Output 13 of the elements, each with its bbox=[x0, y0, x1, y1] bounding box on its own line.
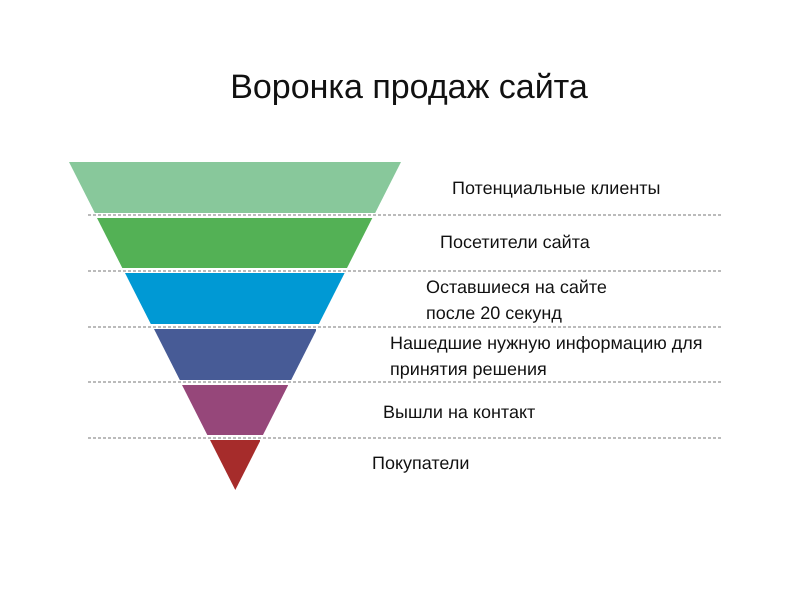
funnel-segment bbox=[182, 385, 288, 435]
stage-label: Оставшиеся на сайте после 20 секунд bbox=[426, 276, 608, 325]
diagram-title: Воронка продаж сайта bbox=[229, 68, 589, 107]
funnel-segment bbox=[154, 329, 316, 380]
funnel-segment bbox=[69, 162, 401, 213]
stage-label: Посетители сайта bbox=[440, 231, 590, 254]
stage-label: Потенциальные клиенты bbox=[452, 177, 660, 200]
stage-label: Вышли на контакт bbox=[383, 401, 536, 424]
funnel-tip bbox=[210, 440, 260, 490]
funnel-segment bbox=[125, 273, 345, 324]
stage-label: Покупатели bbox=[372, 452, 470, 475]
stage-label: Нашедшие нужную информацию для принятия решения bbox=[390, 332, 704, 381]
funnel-segment bbox=[97, 218, 373, 268]
